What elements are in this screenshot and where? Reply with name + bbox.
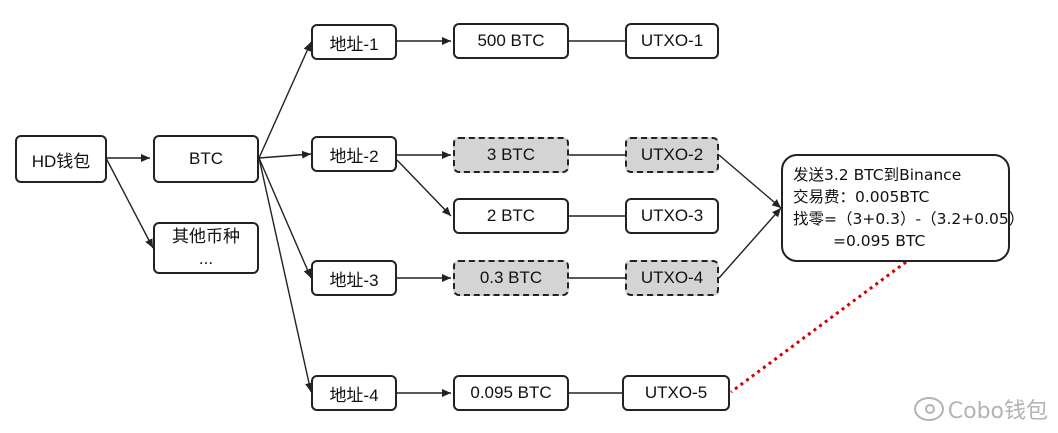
utxo-4-label: UTXO-4 — [640, 268, 704, 287]
transaction-note: 发送3.2 BTC到Binance 交易费：0.005BTC 找零=（3+0.3… — [781, 154, 1024, 262]
utxo-4-node: UTXO-4 — [625, 260, 719, 296]
amount-500-btc-label: 500 BTC — [477, 31, 545, 50]
amount-0-095-btc-node: 0.095 BTC — [453, 375, 569, 411]
amount-0-3-btc-node: 0.3 BTC — [453, 260, 569, 296]
address-3-label: 地址-3 — [329, 270, 379, 290]
amount-2-btc-node: 2 BTC — [453, 198, 569, 234]
note-line-send: 发送3.2 BTC到Binance — [793, 166, 962, 184]
address-2-label: 地址-2 — [329, 146, 379, 166]
edge-addr2-2 — [396, 159, 452, 217]
change-dotted-link — [730, 260, 907, 394]
utxo-1-label: UTXO-1 — [640, 31, 704, 50]
edge-btc-addr4 — [258, 157, 313, 393]
address-4-node: 地址-4 — [311, 375, 397, 411]
utxo-5-node: UTXO-5 — [622, 375, 730, 411]
hd-wallet-node: HD钱包 — [15, 135, 107, 183]
edge-btc-addr1 — [258, 41, 312, 159]
address-3-node: 地址-3 — [311, 260, 397, 296]
other-coins-ellipsis: ... — [198, 249, 214, 268]
utxo-2-label: UTXO-2 — [640, 145, 704, 164]
utxo-1-node: UTXO-1 — [625, 23, 719, 59]
note-line-change-result: =0.095 BTC — [833, 232, 926, 250]
utxo-2-node: UTXO-2 — [625, 137, 719, 173]
address-4-label: 地址-4 — [329, 385, 379, 405]
watermark-text: Cobo钱包 — [947, 399, 1048, 424]
utxo-3-label: UTXO-3 — [640, 206, 704, 225]
address-2-node: 地址-2 — [311, 136, 397, 172]
note-line-fee: 交易费：0.005BTC — [793, 188, 930, 206]
watermark: Cobo钱包 — [913, 393, 1048, 425]
utxo-5-label: UTXO-5 — [644, 383, 708, 402]
amount-500-btc-node: 500 BTC — [453, 23, 569, 59]
amount-2-btc-label: 2 BTC — [486, 206, 536, 225]
other-coins-node: 其他币种 ... — [153, 222, 259, 274]
btc-node: BTC — [153, 135, 259, 183]
hd-wallet-label: HD钱包 — [31, 151, 91, 171]
amount-0-095-btc-label: 0.095 BTC — [470, 383, 552, 402]
utxo-3-node: UTXO-3 — [625, 198, 719, 234]
note-line-change-formula: 找零=（3+0.3）-（3.2+0.05） — [793, 210, 1025, 228]
amount-3-btc-label: 3 BTC — [486, 145, 536, 164]
edge-utxo4-tx — [718, 207, 782, 279]
edge-hd-other — [105, 157, 154, 249]
amount-3-btc-node: 3 BTC — [453, 137, 569, 173]
other-coins-label: 其他币种 — [172, 227, 240, 246]
edge-btc-addr3 — [258, 157, 312, 279]
address-1-node: 地址-1 — [311, 24, 397, 60]
edge-btc-addr2 — [258, 150, 312, 159]
btc-label: BTC — [189, 149, 223, 168]
weibo-icon — [913, 397, 944, 421]
amount-0-3-btc-label: 0.3 BTC — [479, 268, 543, 287]
address-1-label: 地址-1 — [329, 34, 379, 54]
edge-utxo2-tx — [718, 154, 782, 209]
